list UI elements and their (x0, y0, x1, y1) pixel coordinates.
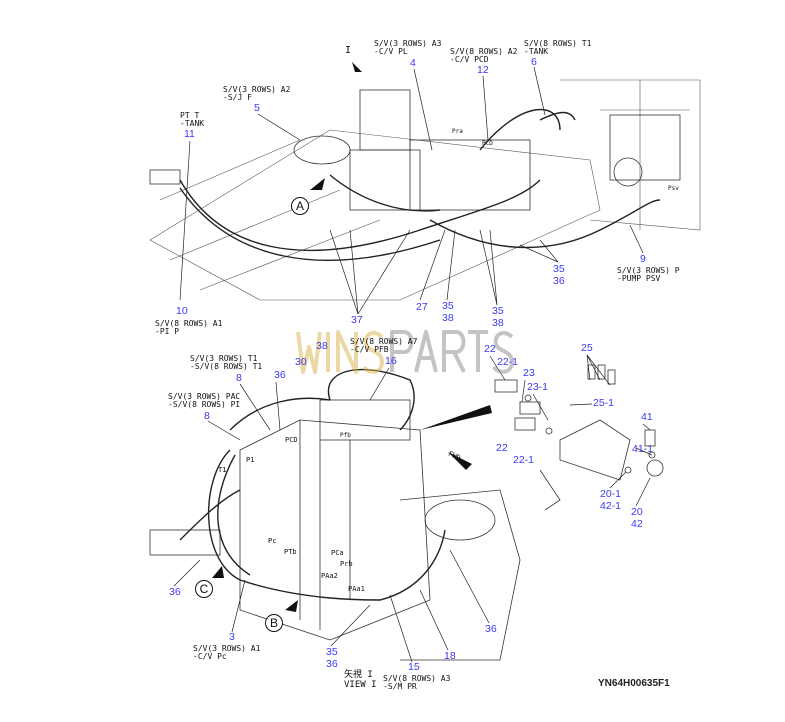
callout-number[interactable]: 3 (229, 631, 235, 643)
port-label: Prb (340, 560, 353, 568)
part-number[interactable]: 41 (641, 411, 653, 423)
callout-4-text: S/V(3 ROWS) A3-C/V PL (374, 39, 442, 56)
callout-11-text: PT T-TANK (180, 111, 205, 128)
part-number[interactable]: 22-1 (497, 356, 519, 368)
hoses-upper (179, 108, 661, 261)
part-number[interactable]: 25-1 (593, 397, 615, 409)
port-label: PTb (284, 548, 297, 556)
callout-16-text: S/V(8 ROWS) A7-C/V PFB (350, 337, 418, 354)
drawing-code: YN64H00635F1 (598, 678, 670, 689)
port-label: PAa2 (321, 572, 338, 580)
part-number[interactable]: 35 (326, 646, 338, 658)
part-number[interactable]: 36 (326, 658, 338, 670)
callout-number[interactable]: 12 (477, 64, 489, 76)
lower-control-valve (149, 399, 521, 661)
port-label: Pc (268, 537, 277, 545)
port-label: T1 (218, 466, 227, 474)
part-number[interactable]: 35 (492, 305, 504, 317)
port-label: PAa1 (348, 585, 365, 593)
callout-number[interactable]: 4 (410, 57, 416, 69)
watermark-logo (296, 330, 514, 374)
part-number[interactable]: 22-1 (513, 454, 535, 466)
leader-lines (173, 66, 653, 663)
callout-number[interactable]: 16 (385, 355, 397, 367)
callout-number[interactable]: 9 (640, 253, 646, 265)
direction-arrows (212, 62, 492, 612)
part-number[interactable]: 36 (274, 369, 286, 381)
part-number[interactable]: 35 (553, 263, 565, 275)
callout-10-text: S/V(8 ROWS) A1-PI P (155, 319, 223, 336)
port-label: Psv (668, 185, 679, 192)
view-circle-c[interactable]: C (195, 580, 213, 598)
view-circle-b[interactable]: B (265, 614, 283, 632)
upper-valve-assembly (149, 89, 681, 211)
part-number[interactable]: 36 (485, 623, 497, 635)
fittings-detail (494, 364, 664, 511)
callout-number[interactable]: 15 (408, 661, 420, 673)
hoses-lower (179, 368, 446, 601)
callout-number[interactable]: 10 (176, 305, 188, 317)
port-label: Pfb (340, 432, 351, 439)
callout-number[interactable]: 5 (254, 102, 260, 114)
callout-6-text: S/V(8 ROWS) T1-TANK (524, 39, 592, 56)
part-number[interactable]: 36 (553, 275, 565, 287)
view-marker: I (345, 45, 352, 56)
part-number[interactable]: 22 (496, 442, 508, 454)
part-number[interactable]: 30 (295, 356, 307, 368)
part-number[interactable]: 20 (631, 506, 643, 518)
port-label: P1 (246, 456, 255, 464)
part-number[interactable]: 27 (416, 301, 428, 313)
part-number[interactable]: 42 (631, 518, 643, 530)
chassis-outline (149, 79, 701, 301)
part-number[interactable]: 23 (523, 367, 535, 379)
callout-8b-text: S/V(3 ROWS) PAC-S/V(8 ROWS) PI (168, 392, 241, 409)
view-circle-a[interactable]: A (291, 197, 309, 215)
callout-number[interactable]: 8 (236, 372, 242, 384)
callout-5-text: S/V(3 ROWS) A2-S/J F (223, 85, 291, 102)
part-number[interactable]: 38 (442, 312, 454, 324)
port-label: PCD (482, 140, 493, 147)
callout-number[interactable]: 8 (204, 410, 210, 422)
port-label: Pra (452, 128, 463, 135)
part-number[interactable]: 20-1 (600, 488, 622, 500)
part-number[interactable]: 36 (169, 586, 181, 598)
port-label: PCa (331, 549, 344, 557)
callout-12-text: S/V(8 ROWS) A2-C/V PCD (450, 47, 518, 64)
part-number[interactable]: 35 (442, 300, 454, 312)
part-number[interactable]: 22 (484, 343, 496, 355)
part-number[interactable]: 37 (351, 314, 363, 326)
part-number[interactable]: 18 (444, 650, 456, 662)
callout-9-text: S/V(3 ROWS) P-PUMP PSV (617, 266, 680, 283)
callout-8a-text: S/V(3 ROWS) T1-S/V(8 ROWS) T1 (190, 354, 263, 371)
callout-15-text: S/V(8 ROWS) A3-S/M PR (383, 674, 451, 691)
callout-number[interactable]: 6 (531, 56, 537, 68)
callout-number[interactable]: 11 (184, 128, 195, 140)
part-number[interactable]: 41-1 (632, 443, 654, 455)
part-number[interactable]: 23-1 (527, 381, 549, 393)
part-number[interactable]: 42-1 (600, 500, 622, 512)
part-number[interactable]: 38 (492, 317, 504, 329)
part-number[interactable]: 25 (581, 342, 593, 354)
part-number[interactable]: 38 (316, 340, 328, 352)
port-label: PCD (285, 436, 298, 444)
callout-3-text: S/V(3 ROWS) A1-C/V Pc (193, 644, 261, 661)
